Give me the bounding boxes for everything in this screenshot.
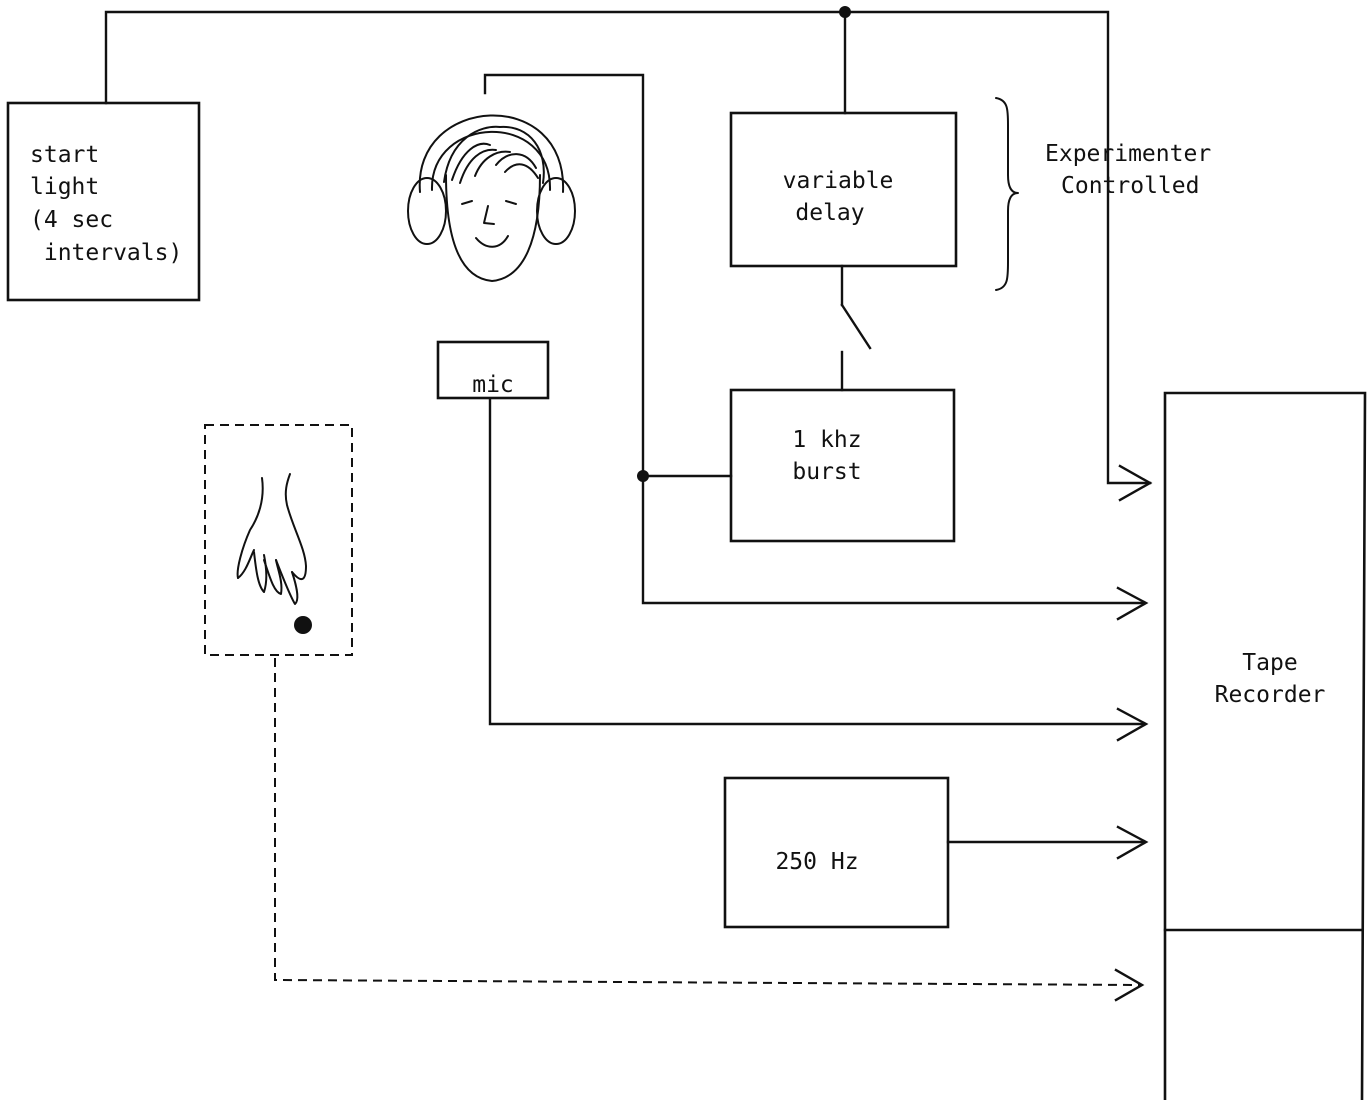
start-light-line-1: start [30, 142, 99, 168]
hand-icon [238, 474, 306, 604]
variable-delay-line-1: variable [783, 168, 894, 194]
variable-delay-line-2: delay [795, 200, 864, 226]
tape-recorder-line-1: Tape [1242, 650, 1297, 676]
start-light-line-2: light [30, 174, 99, 200]
button-dot [294, 616, 312, 634]
start-light-line-3: (4 sec [30, 207, 113, 233]
start-light-line-4: intervals) [30, 240, 182, 266]
variable-delay-box: variable delay [731, 113, 956, 266]
switch-symbol [842, 266, 870, 390]
mic-box: mic [438, 342, 548, 398]
experimenter-brace [996, 98, 1018, 290]
response-button-panel [205, 425, 352, 655]
experimenter-label-line-1: Experimenter [1045, 141, 1211, 167]
burst-box: 1 khz burst [731, 390, 954, 541]
start-light-wire [106, 12, 1150, 500]
tone-box: 250 Hz [725, 778, 948, 927]
mic-label: mic [472, 372, 514, 398]
subject-headphones-icon [408, 115, 575, 281]
burst-line-2: burst [792, 459, 861, 485]
button-wire [275, 658, 1140, 985]
start-light-box: start light (4 sec intervals) [8, 103, 199, 300]
burst-line-1: 1 khz [792, 427, 861, 453]
experimenter-label-line-2: Controlled [1061, 173, 1199, 199]
tape-recorder-line-2: Recorder [1215, 682, 1326, 708]
tone-label: 250 Hz [775, 849, 858, 875]
tape-recorder-box: Tape Recorder [1165, 393, 1365, 1100]
